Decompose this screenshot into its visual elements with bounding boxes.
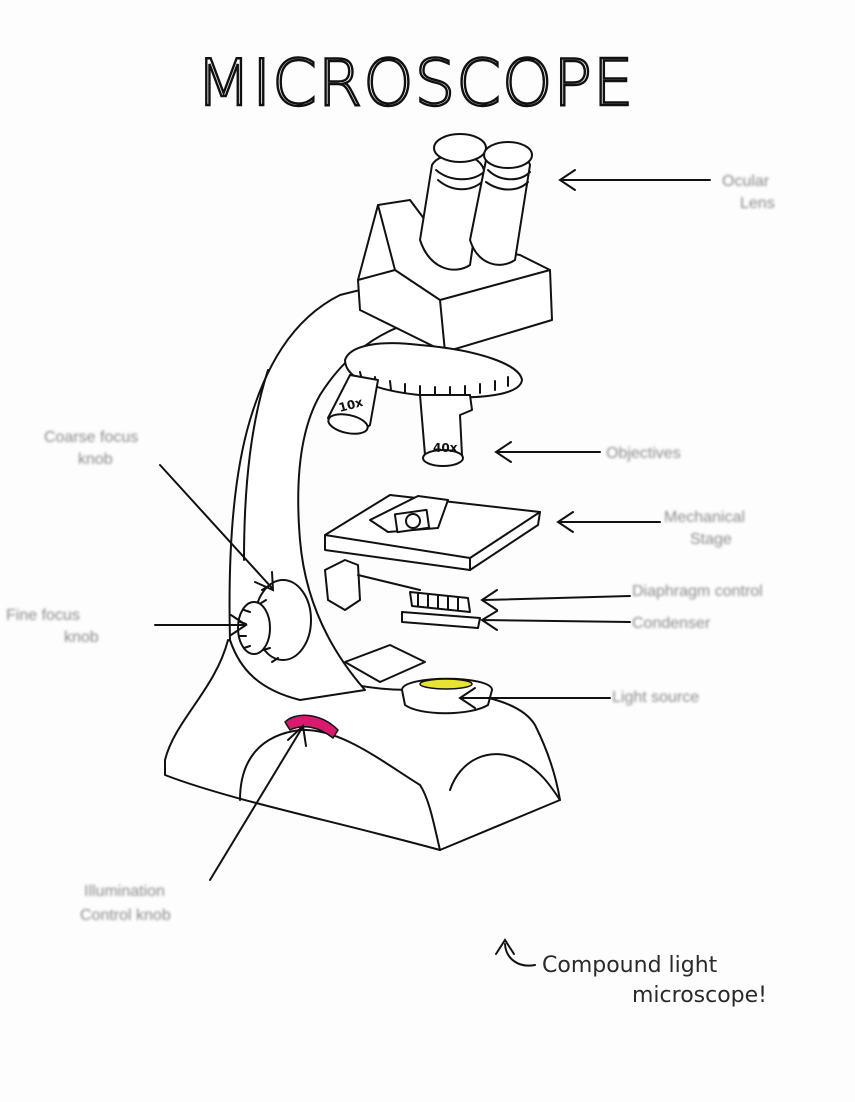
label-fine-focus-knob-line2: knob [64, 629, 99, 646]
head-edges [357, 204, 551, 353]
illumination-control-knob [284, 714, 339, 740]
stage-holder [324, 559, 361, 611]
label-condenser: Condenser [632, 615, 711, 632]
part-labels: Ocular Lens Objectives Mechanical Stage … [6, 173, 775, 924]
objective-40x: 40x [419, 394, 473, 467]
mechanical-stage [324, 494, 541, 571]
label-mechanical-stage-line1: Mechanical [664, 509, 745, 526]
label-light-source: Light source [612, 689, 699, 706]
light-source [401, 677, 493, 715]
objective-10x: 10x [327, 374, 379, 435]
objective-40x-label: 40x [433, 441, 458, 455]
base-right-edge [449, 753, 561, 801]
callout-arrows [154, 169, 711, 967]
label-fine-focus-knob-line1: Fine focus [6, 607, 80, 624]
arrow-mechanical-stage [556, 511, 661, 533]
arrow-condenser [480, 610, 631, 631]
arrow-illumination-control-knob [209, 723, 307, 881]
caption-line1: Compound light [542, 953, 718, 978]
label-mechanical-stage-line2: Stage [690, 531, 732, 548]
base-front-edge [239, 728, 441, 851]
label-illumination-knob-line2: Control knob [80, 907, 171, 924]
label-illumination-knob-line1: Illumination [84, 883, 165, 900]
arrow-light-source [458, 687, 611, 709]
ocular-lens-tubes [419, 133, 533, 271]
microscope-illustration: 10x 40x [164, 133, 561, 851]
arrow-coarse-focus-knob [159, 464, 275, 592]
arrow-objectives [494, 441, 601, 463]
label-diaphragm-control: Diaphragm control [632, 583, 763, 600]
label-ocular-lens-line2: Lens [740, 195, 775, 212]
label-ocular-lens-line1: Ocular [722, 173, 770, 190]
label-coarse-focus-knob-line2: knob [78, 451, 113, 468]
label-coarse-focus-knob-line1: Coarse focus [44, 429, 138, 446]
microscope-head [357, 199, 553, 353]
label-objectives: Objectives [606, 445, 681, 462]
arrow-ocular-lens [558, 169, 711, 191]
base-slot [344, 644, 426, 683]
diaphragm-and-condenser [401, 591, 481, 629]
caption-line2: microscope! [632, 983, 767, 1008]
microscope-base [164, 639, 561, 851]
nosepiece [344, 342, 523, 399]
page-title: MICROSCOPE [196, 47, 634, 121]
objective-10x-label: 10x [337, 395, 364, 415]
arrow-diaphragm-control [480, 589, 631, 611]
arm-inner-line [243, 369, 269, 561]
arrow-caption [495, 938, 536, 967]
arrow-fine-focus-knob [154, 614, 248, 636]
